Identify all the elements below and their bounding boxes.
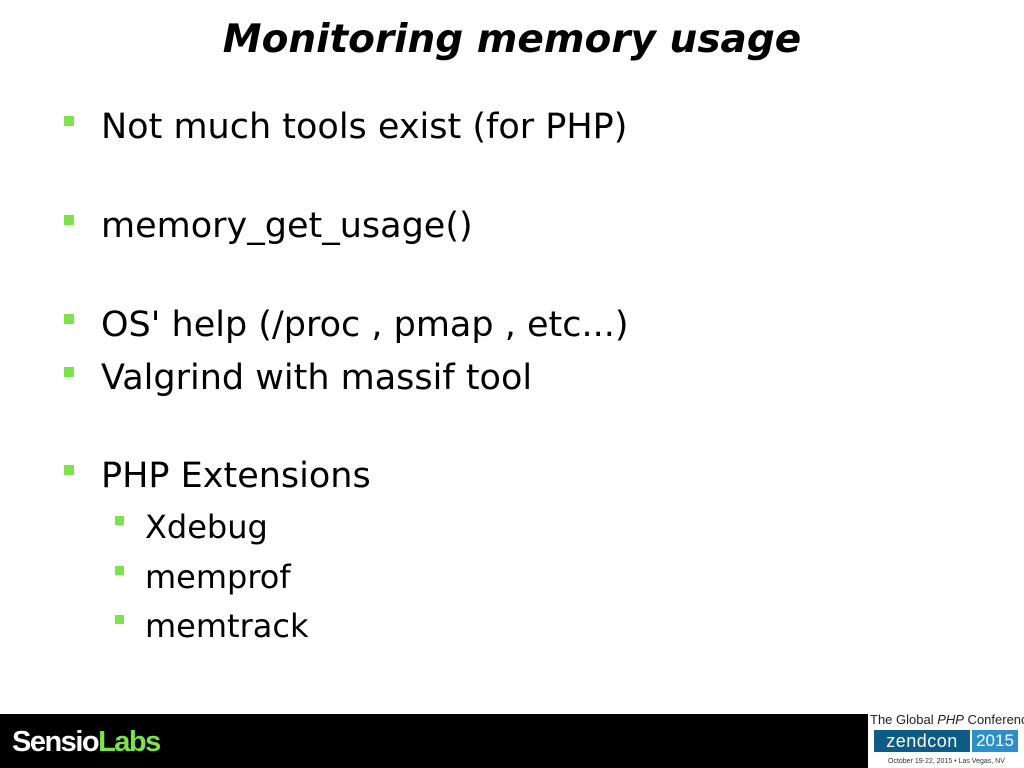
tagline-post: Conference xyxy=(967,712,1024,727)
bullet-square-icon xyxy=(115,614,124,624)
conference-dates: October 19-22, 2015 • Las Vegas, NV xyxy=(888,758,1005,765)
bullet-square-icon xyxy=(64,367,74,377)
brand-part1: Sensio xyxy=(12,726,100,758)
bullet-text: Not much tools exist (for PHP) xyxy=(101,107,628,147)
bullet-square-icon xyxy=(64,116,74,126)
bullet-square-icon xyxy=(115,565,124,575)
bullet-text: Valgrind with massif tool xyxy=(101,358,533,398)
slide: Monitoring memory usage Not much tools e… xyxy=(64,17,802,647)
bullet-item: Valgrind with massif tool xyxy=(64,355,532,401)
bullet-item: PHP Extensions xyxy=(64,453,371,499)
bullet-text: OS' help (/proc , pmap , etc...) xyxy=(101,305,629,345)
conference-tagline: The Global PHP Conference xyxy=(870,712,1024,728)
bullet-square-icon xyxy=(64,465,74,475)
sub-bullet-item: Xdebug xyxy=(115,506,268,548)
footer-bar: SensioLabs xyxy=(0,714,1024,768)
sub-bullet-item: memtrack xyxy=(115,605,308,647)
bullet-text: PHP Extensions xyxy=(101,456,371,496)
bullet-square-icon xyxy=(115,515,124,525)
bullet-text: Xdebug xyxy=(145,508,268,546)
zendcon-year: 2015 xyxy=(972,730,1018,752)
zendcon-logo: zendcon xyxy=(874,730,970,752)
slide-title: Monitoring memory usage xyxy=(222,17,802,62)
sensiolabs-logo: SensioLabs xyxy=(12,724,161,760)
bullet-text: memtrack xyxy=(145,607,309,645)
bullet-square-icon xyxy=(64,314,74,324)
bullet-item: OS' help (/proc , pmap , etc...) xyxy=(64,302,629,348)
bullet-text: memprof xyxy=(145,558,291,596)
tagline-php: PHP xyxy=(937,712,964,727)
bullet-square-icon xyxy=(64,215,74,225)
brand-part2: Labs xyxy=(98,726,161,758)
zendcon-badge: The Global PHP Conference zendcon 2015 O… xyxy=(868,712,1024,768)
bullet-text: memory_get_usage() xyxy=(101,206,473,246)
sub-bullet-item: memprof xyxy=(115,556,291,598)
tagline-pre: The Global xyxy=(870,712,938,727)
bullet-item: Not much tools exist (for PHP) xyxy=(64,104,627,150)
bullet-item: memory_get_usage() xyxy=(64,203,473,249)
